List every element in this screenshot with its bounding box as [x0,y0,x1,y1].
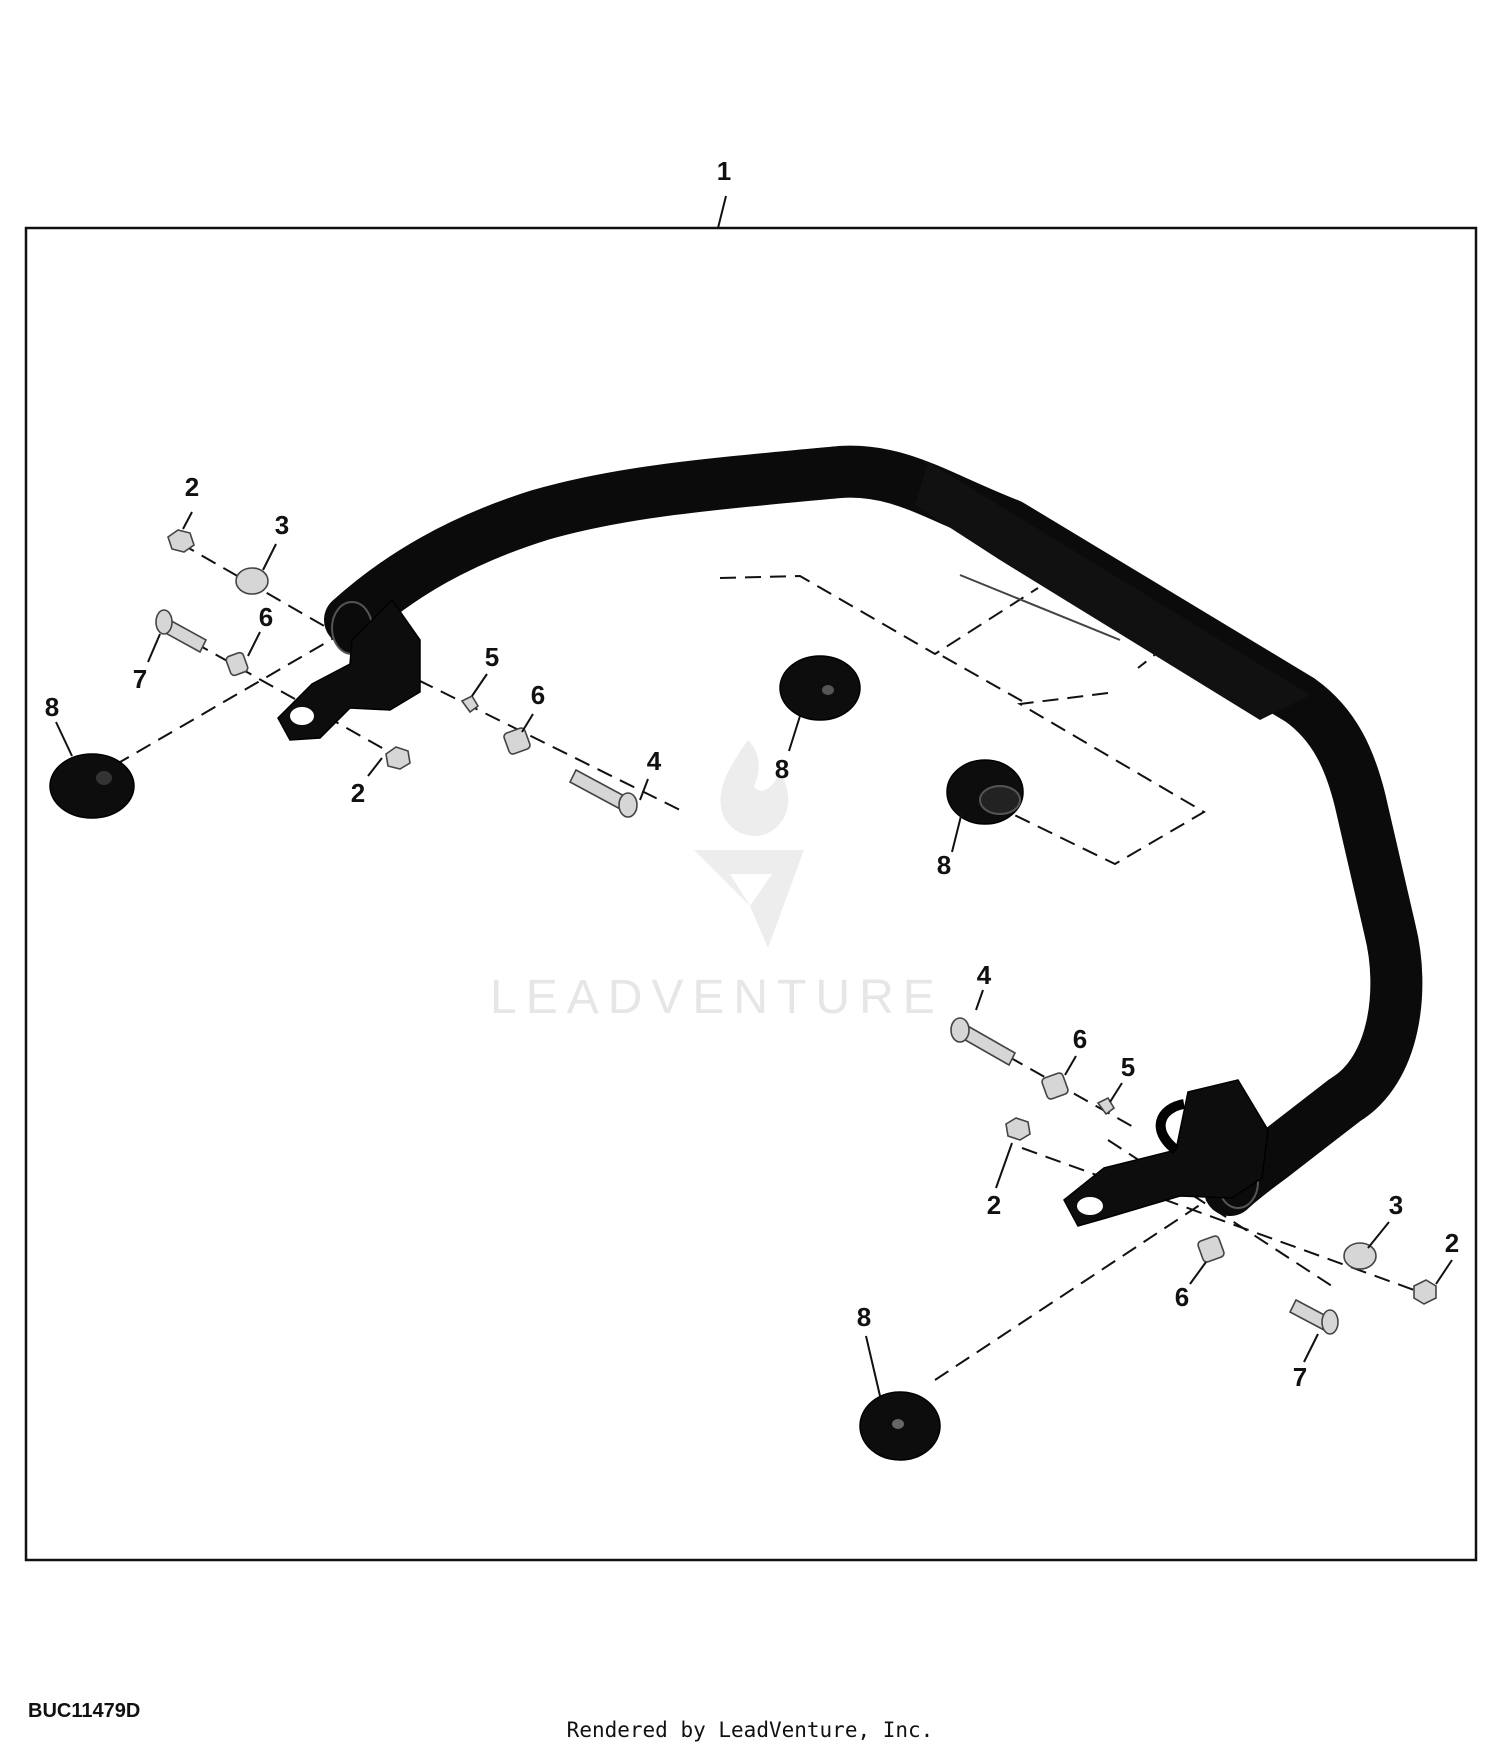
drawing-code: BUC11479D [28,1700,141,1722]
callout-5: 5 [485,642,499,672]
bracket-hole-right [1077,1197,1103,1215]
watermark-text: LEADVENTURE [490,971,944,1024]
callout-2: 2 [185,472,199,502]
callout-8: 8 [775,754,789,784]
callout-4: 4 [977,960,992,990]
bolt [568,768,638,818]
spacer [503,727,531,755]
callout-8: 8 [857,1302,871,1332]
flange-bolt [1288,1298,1339,1335]
callout-1: 1 [717,156,731,186]
washer [1343,1242,1377,1270]
nut [1005,1117,1031,1141]
washer [235,567,269,595]
callout-7: 7 [133,664,147,694]
nut [1413,1279,1437,1305]
rubber-plug [859,1391,941,1461]
callout-6: 6 [1073,1024,1087,1054]
leadventure-watermark: LEADVENTURE [490,740,944,1024]
callout-3: 3 [1389,1190,1403,1220]
callout-6: 6 [1175,1282,1189,1312]
callout-2: 2 [987,1190,1001,1220]
bracket-hook-right [1155,1099,1186,1154]
nut [167,529,195,553]
rubber-plug [946,759,1024,825]
flange-bolt [155,609,208,654]
callout-6: 6 [531,680,545,710]
callout-5: 5 [1121,1052,1135,1082]
callout-7: 7 [1293,1362,1307,1392]
callout-4: 4 [647,746,662,776]
spacer [225,651,249,677]
callout-leaders [55,511,1453,1397]
spacer [1041,1072,1069,1100]
callout-6: 6 [259,602,273,632]
bolt [950,1017,1017,1067]
callout-8: 8 [937,850,951,880]
rubber-plug [779,655,861,721]
spacer [1197,1235,1225,1263]
callout-2: 2 [351,778,365,808]
assembly-frame [24,226,1478,1562]
lock-nut [460,694,480,714]
bracket-hole-left [290,707,314,725]
callout-2: 2 [1445,1228,1459,1258]
callout-8: 8 [45,692,59,722]
mount-bracket-left [277,598,421,741]
mount-bracket-right [1063,1079,1269,1227]
render-credit: Rendered by LeadVenture, Inc. [566,1718,934,1742]
leader-1 [717,195,727,229]
rubber-plug [49,753,135,819]
nut [385,746,411,770]
callout-3: 3 [275,510,289,540]
